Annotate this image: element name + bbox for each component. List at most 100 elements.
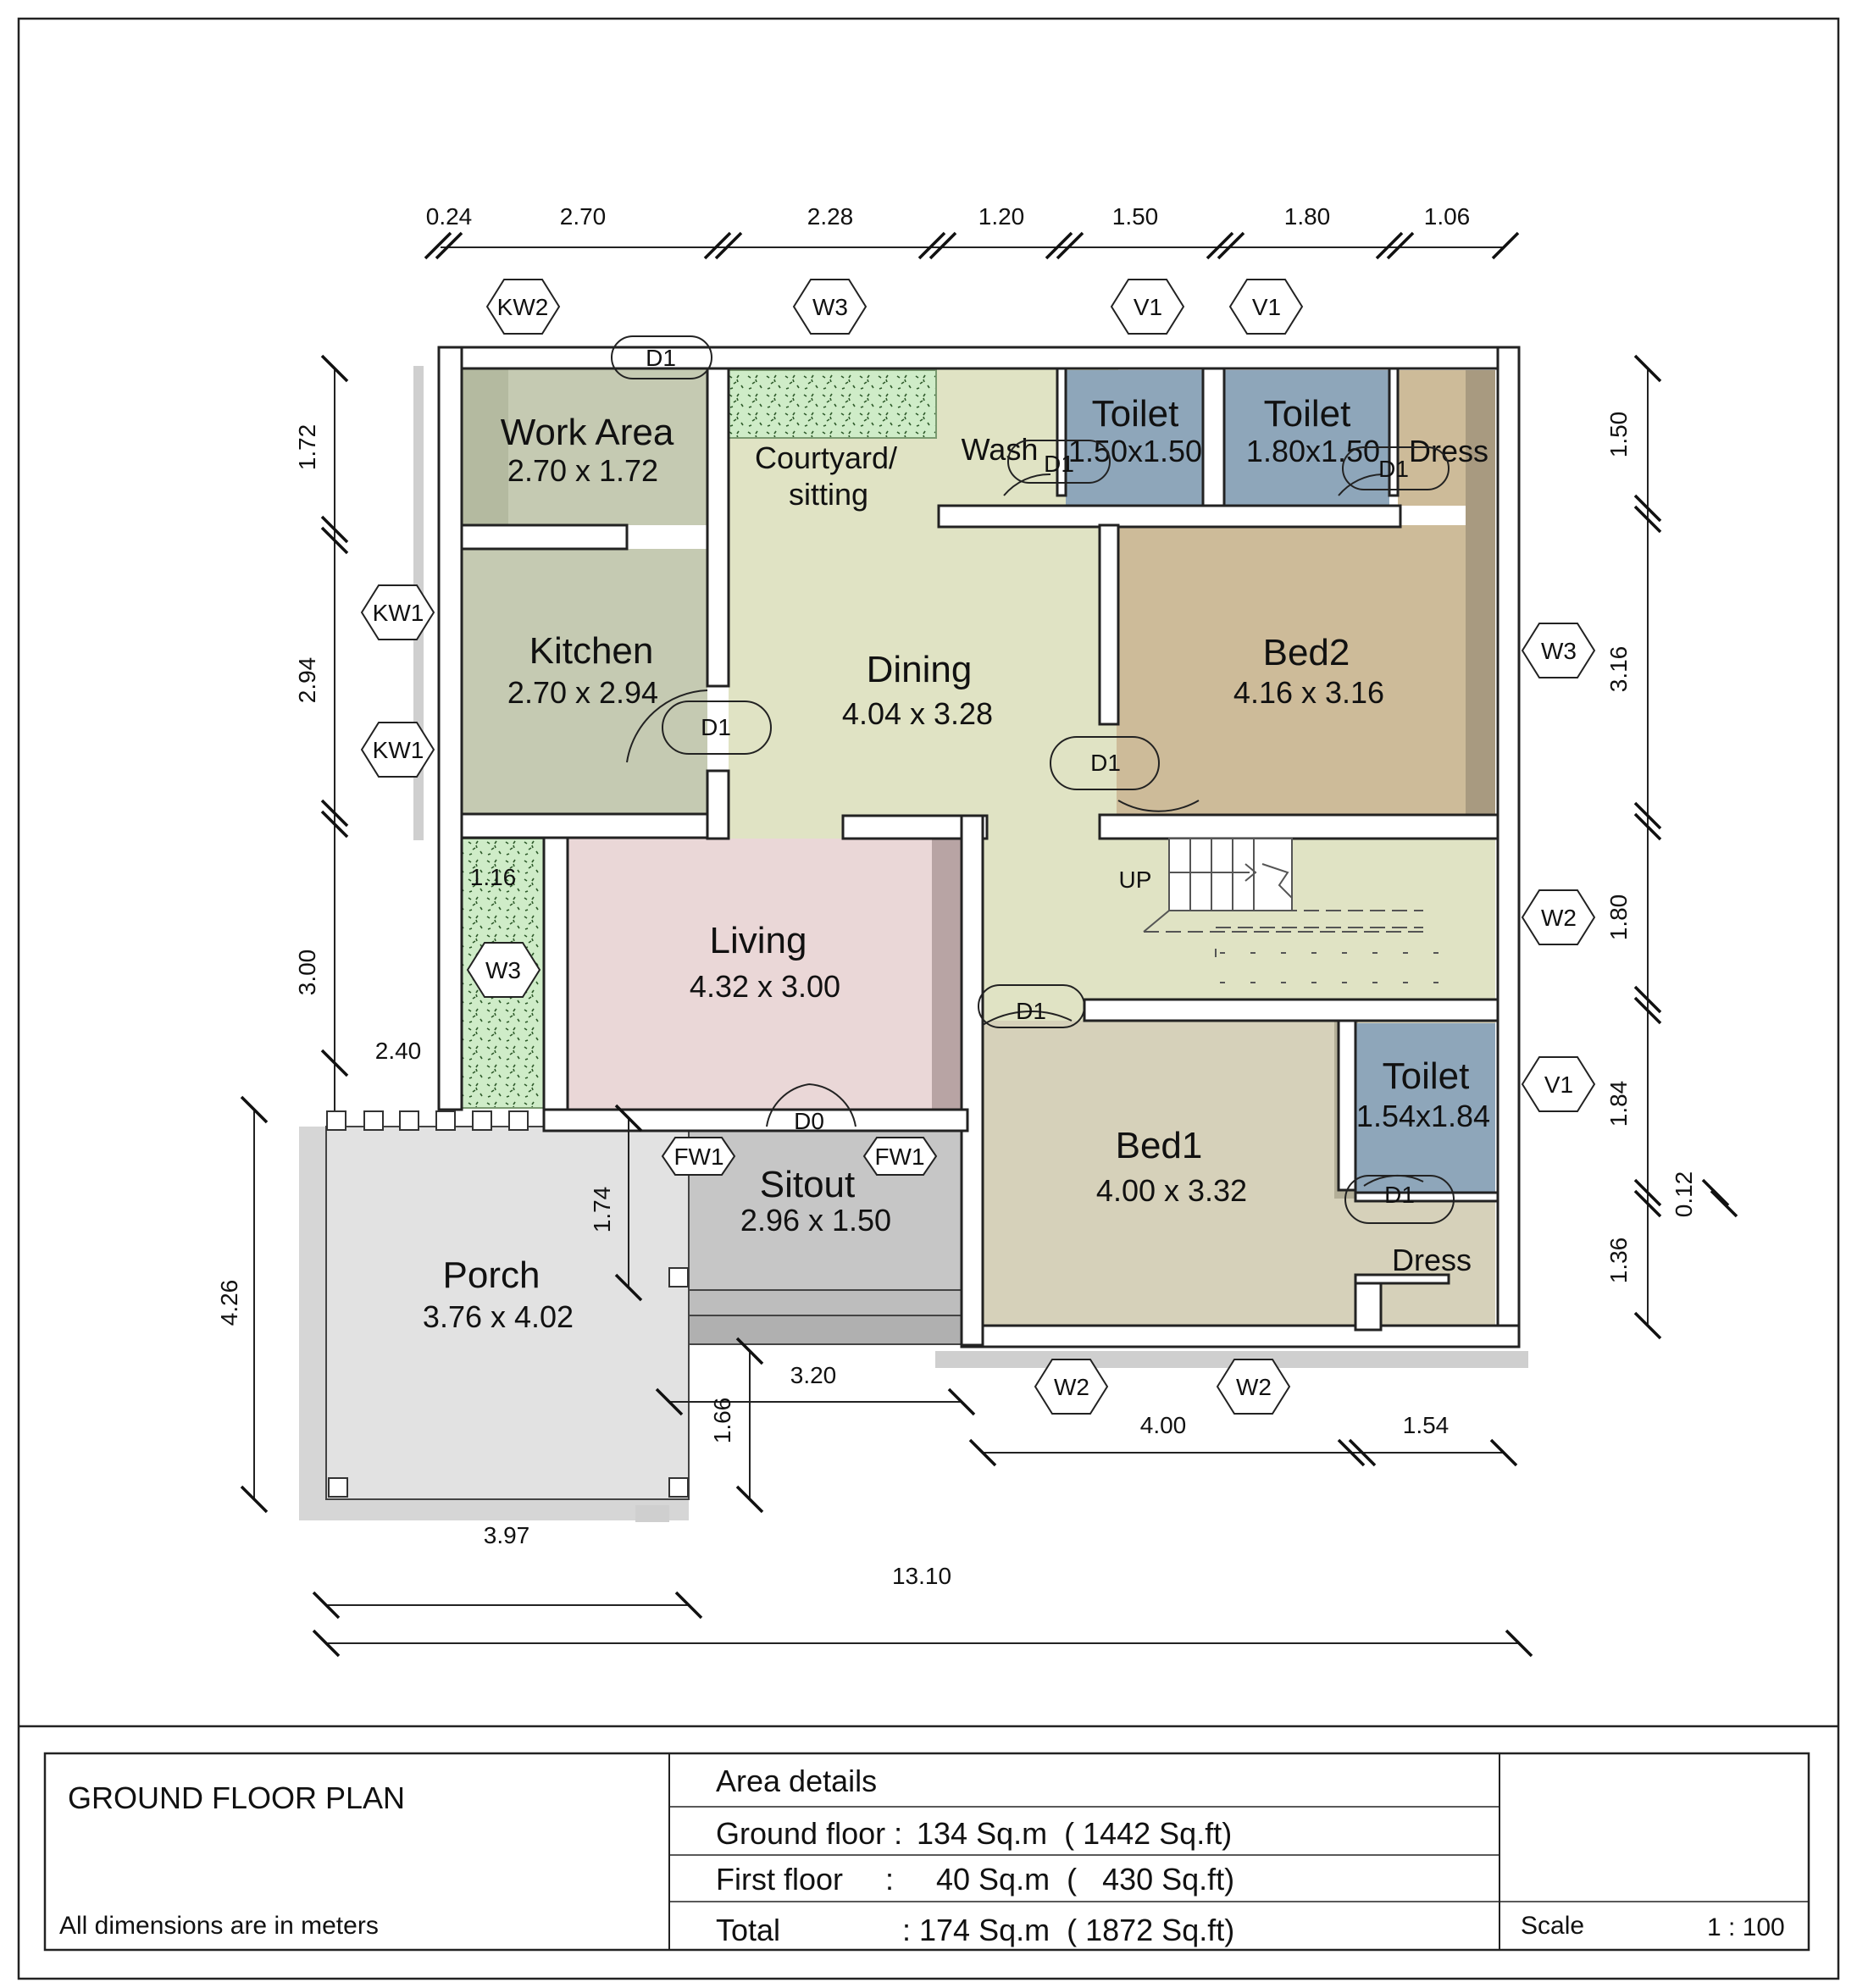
svg-text:1.72: 1.72	[294, 424, 320, 471]
toilet-1-size: 1.50x1.50	[1068, 434, 1202, 468]
svg-text:2.94: 2.94	[294, 657, 320, 704]
window-tag-w2: W2	[1054, 1374, 1089, 1400]
kitchen-fill	[462, 549, 707, 814]
svg-text:0.12: 0.12	[1671, 1171, 1697, 1218]
svg-text:1.54: 1.54	[1403, 1412, 1450, 1438]
window-tag-w3: W3	[485, 957, 521, 983]
svg-text:2.70: 2.70	[560, 203, 607, 230]
svg-text:1.36: 1.36	[1605, 1238, 1632, 1284]
wash-name: Wash	[962, 432, 1039, 467]
svg-text:1.84: 1.84	[1605, 1081, 1632, 1127]
scale-value: 1 : 100	[1707, 1913, 1785, 1941]
bed1-name: Bed1	[1116, 1125, 1203, 1166]
dining-stair-fill	[1093, 839, 1495, 1000]
room-fills	[325, 368, 1495, 1500]
svg-text:1.50: 1.50	[1112, 203, 1159, 230]
work-area-size: 2.70 x 1.72	[507, 453, 658, 488]
bed2-size: 4.16 x 3.16	[1233, 675, 1384, 710]
area-row-value-ground: 134 Sq.m ( 1442 Sq.ft)	[917, 1816, 1232, 1851]
toilet-3-fill	[1355, 1023, 1495, 1193]
bed2-fill	[1117, 525, 1495, 815]
area-heading: Area details	[716, 1764, 877, 1798]
svg-text:D1: D1	[1384, 1182, 1415, 1208]
window-tag-w3: W3	[812, 294, 848, 320]
svg-text:D1: D1	[1016, 998, 1046, 1024]
svg-text:1.16: 1.16	[470, 864, 517, 890]
toilet-3-size: 1.54x1.84	[1356, 1099, 1490, 1133]
dimension-lines	[253, 246, 1649, 1644]
svg-text:2.40: 2.40	[375, 1038, 422, 1064]
bed2-name: Bed2	[1263, 632, 1350, 673]
living-fill	[568, 839, 962, 1110]
area-row-label-total: Total	[716, 1913, 780, 1947]
window-tag-kw1: KW1	[373, 737, 424, 763]
door-tag-d1: D1	[1050, 736, 1160, 790]
window-tag-w2: W2	[1236, 1374, 1272, 1400]
porch-name: Porch	[443, 1254, 540, 1296]
kitchen-size: 2.70 x 2.94	[507, 675, 658, 710]
area-row-label-first: First floor :	[716, 1862, 894, 1897]
scale-label: Scale	[1521, 1912, 1584, 1940]
door-tag-d1: D1	[1007, 440, 1111, 484]
svg-text:D0: D0	[794, 1108, 824, 1134]
dining-name: Dining	[867, 649, 973, 690]
courtyard-garden	[728, 369, 937, 439]
sitout-size: 2.96 x 1.50	[740, 1203, 891, 1238]
bed1-size: 4.00 x 3.32	[1096, 1173, 1247, 1208]
toilet-2-fill	[1224, 370, 1389, 506]
living-size: 4.32 x 3.00	[690, 969, 840, 1004]
svg-text:1.20: 1.20	[978, 203, 1025, 230]
svg-text:3.97: 3.97	[484, 1522, 530, 1548]
door-tag-d1: D1	[978, 984, 1085, 1028]
door-tag-d1: D1	[611, 335, 712, 379]
door-tag-d1: D1	[1342, 446, 1450, 490]
window-tag-fw1: FW1	[874, 1144, 924, 1170]
area-row-value-total: : 174 Sq.m ( 1872 Sq.ft)	[902, 1913, 1234, 1947]
dimension-note: All dimensions are in meters	[59, 1912, 379, 1940]
work-area-shade	[462, 368, 508, 525]
door-tag-d1: D1	[1344, 1175, 1455, 1224]
toilet-2-name: Toilet	[1264, 393, 1351, 435]
svg-text:4.26: 4.26	[216, 1280, 242, 1326]
dimension-texts: 0.24 2.70 2.28 1.20 1.50 1.80 1.06 1.72 …	[216, 203, 1697, 1589]
svg-text:0.24: 0.24	[426, 203, 473, 230]
stair-up-label: UP	[1119, 867, 1152, 893]
window-tag-fw1: FW1	[674, 1144, 723, 1170]
staircase	[1143, 838, 1457, 983]
door-tags: D1 D1 D1 D1 D1 D1 D1 D0	[611, 335, 1455, 1224]
porch-columns	[326, 1110, 689, 1498]
svg-text:1.50: 1.50	[1605, 412, 1632, 458]
living-name: Living	[710, 920, 807, 961]
svg-text:D1: D1	[701, 714, 731, 740]
svg-text:D1: D1	[1090, 750, 1121, 776]
work-area-name: Work Area	[501, 412, 674, 453]
svg-text:3.00: 3.00	[294, 950, 320, 996]
door-tag-d0: D0	[794, 1108, 824, 1134]
toilet-1-name: Toilet	[1092, 393, 1179, 435]
svg-text:1.66: 1.66	[709, 1398, 735, 1444]
kitchen-name: Kitchen	[529, 630, 654, 672]
window-tag-v1: V1	[1544, 1072, 1573, 1098]
window-tag-kw1: KW1	[373, 600, 424, 626]
svg-text:1.74: 1.74	[589, 1187, 615, 1233]
sheet-border	[17, 17, 1840, 1980]
courtyard-name-2: sitting	[789, 477, 868, 512]
svg-text:1.06: 1.06	[1424, 203, 1471, 230]
svg-text:3.16: 3.16	[1605, 646, 1632, 693]
window-tags	[360, 279, 1596, 1415]
bed2-shade	[1466, 370, 1495, 815]
window-tag-v1: V1	[1134, 294, 1162, 320]
svg-text:D1: D1	[1378, 456, 1409, 482]
svg-text:4.00: 4.00	[1140, 1412, 1187, 1438]
walls	[437, 346, 1521, 1348]
porch-size: 3.76 x 4.02	[423, 1299, 574, 1334]
dining-size: 4.04 x 3.28	[842, 696, 993, 731]
window-tag-v1: V1	[1252, 294, 1281, 320]
svg-text:D1: D1	[1044, 451, 1074, 477]
sitout-name: Sitout	[760, 1164, 856, 1205]
sitout-step-1	[668, 1289, 962, 1316]
window-tag-w2: W2	[1541, 905, 1577, 931]
dress-2-name: Dress	[1392, 1243, 1472, 1277]
area-row-label-ground: Ground floor :	[716, 1816, 902, 1851]
